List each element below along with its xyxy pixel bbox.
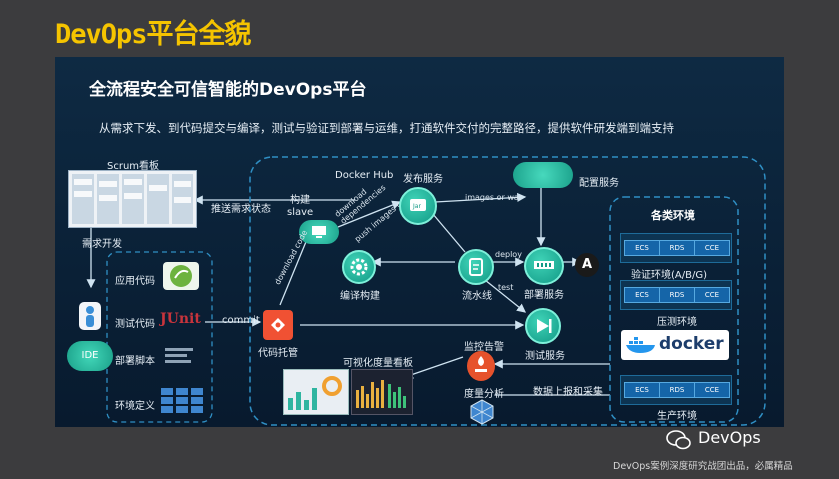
developer-icon <box>79 302 101 330</box>
publish-service-icon: Jar <box>399 187 437 225</box>
app-code-label: 应用代码 <box>115 276 155 287</box>
ide-cloud-icon: IDE <box>67 341 113 371</box>
deploy-service-label: 部署服务 <box>524 290 564 301</box>
rds-chip: RDS <box>659 382 695 398</box>
monitor-label: 监控告警 <box>464 342 504 353</box>
ecs-chip: ECS <box>624 382 660 398</box>
docker-logo: docker <box>621 330 729 360</box>
docker-text: docker <box>659 334 724 354</box>
slide: 全流程安全可信智能的DevOps平台 从需求下发、到代码提交与编译，测试与验证到… <box>55 57 784 427</box>
dashboard-label: 可视化度量看板 <box>343 358 413 369</box>
push-status-label: 推送需求状态 <box>211 204 271 215</box>
cce-chip: CCE <box>694 240 730 256</box>
cce-chip: CCE <box>694 382 730 398</box>
test-label: test <box>498 283 514 292</box>
docker-hub-label: Docker Hub <box>335 170 394 181</box>
footer-note: DevOps案例深度研究战团出品，必属精品 <box>613 461 793 472</box>
env-def-grid-icon <box>160 387 204 415</box>
publish-label: 发布服务 <box>403 174 443 185</box>
commit-label: commit <box>222 315 260 326</box>
verify-env-box: ECS RDS CCE <box>620 233 732 263</box>
dashboard-thumb-2 <box>351 369 413 415</box>
scrum-label: Scrum看板 <box>107 161 160 172</box>
slide-subtitle: 从需求下发、到代码提交与编译，测试与验证到部署与运维，打通软件交付的完整路径，提… <box>99 121 674 135</box>
line-download-code <box>279 230 312 306</box>
spring-icon <box>163 262 199 290</box>
build-slave-cloud-icon <box>299 220 339 244</box>
deploy-label: deploy <box>495 250 522 259</box>
stress-env-label: 压测环境 <box>657 317 697 328</box>
prod-env-label: 生产环境 <box>657 411 697 422</box>
env-title: 各类环境 <box>651 209 695 222</box>
verify-env-label: 验证环境(A/B/G) <box>631 270 707 281</box>
svg-text:Jar: Jar <box>412 203 421 210</box>
dashboard-thumb-1 <box>283 369 349 415</box>
page-title: DevOps平台全貌 <box>55 19 252 50</box>
deploy-script-label: 部署脚本 <box>115 356 155 367</box>
code-host-label: 代码托管 <box>258 348 298 359</box>
ecs-chip: ECS <box>624 240 660 256</box>
prometheus-icon <box>467 351 495 381</box>
prod-env-box: ECS RDS CCE <box>620 375 732 405</box>
test-code-label: 测试代码 <box>115 319 155 330</box>
config-label: 配置服务 <box>579 178 619 189</box>
env-boundary <box>609 196 739 423</box>
metrics-icon <box>469 398 495 426</box>
script-icon <box>163 345 197 369</box>
rds-chip: RDS <box>659 287 695 303</box>
repo-boundary <box>106 251 213 423</box>
compile-gear-icon <box>342 250 376 284</box>
scrum-board-image <box>68 170 197 228</box>
rds-chip: RDS <box>659 240 695 256</box>
git-icon <box>263 310 293 340</box>
junit-logo: JUnit <box>160 311 201 327</box>
slide-title: 全流程安全可信智能的DevOps平台 <box>89 80 367 100</box>
config-cloud-icon <box>513 162 573 188</box>
need-dev-label: 需求开发 <box>82 239 122 250</box>
line-push-images <box>337 200 402 228</box>
line-to-dashboard <box>403 356 464 379</box>
test-service-label: 测试服务 <box>525 351 565 362</box>
cce-chip: CCE <box>694 287 730 303</box>
line-images-war <box>434 192 527 203</box>
compile-label: 编译构建 <box>340 291 380 302</box>
deploy-service-icon <box>524 247 564 285</box>
wechat-icon <box>666 429 692 451</box>
ansible-icon: A <box>575 253 599 277</box>
images-war-label: images or war <box>465 193 523 202</box>
wechat-account-name: DevOps <box>698 428 761 447</box>
ecs-chip: ECS <box>624 287 660 303</box>
report-label: 数据上报和采集 <box>533 387 603 398</box>
test-service-icon <box>525 308 561 344</box>
env-def-label: 环境定义 <box>115 401 155 412</box>
platform-boundary <box>249 156 766 426</box>
metrics-label: 度量分析 <box>464 389 504 400</box>
pipeline-icon <box>458 249 494 285</box>
build-slave-label: 构建 slave <box>287 195 314 218</box>
pipeline-label: 流水线 <box>462 291 492 302</box>
stress-env-box: ECS RDS CCE <box>620 280 732 310</box>
